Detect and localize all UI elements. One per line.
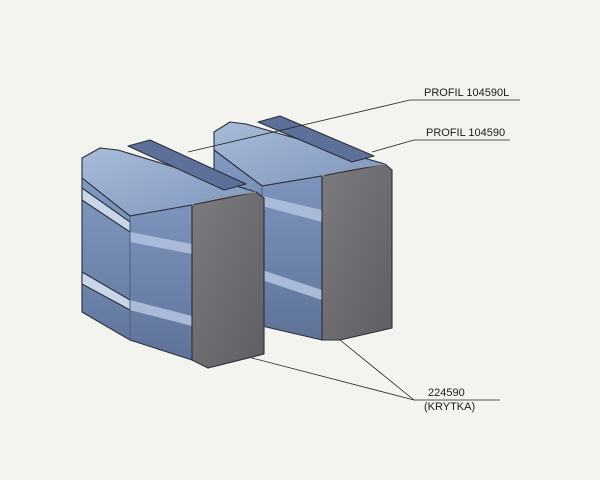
leader-profile-left: [187, 99, 520, 153]
profile-left-groove-2: [130, 300, 192, 326]
profile-right-groove-2: [262, 270, 322, 300]
label-profile-left: PROFIL 104590L: [424, 87, 509, 99]
leader-profile-right: [371, 139, 510, 153]
leader-lines: [187, 99, 520, 401]
cap-right: [321, 163, 393, 341]
cap-left: [191, 191, 265, 369]
profile-left-groove-1: [130, 232, 192, 254]
profile-right-top-slot: [257, 115, 375, 163]
label-cap-name: (KRYTKA): [424, 401, 475, 413]
leader-cap-2: [339, 339, 415, 401]
profile-left: [81, 139, 265, 369]
label-cap-code: 224590: [428, 387, 465, 399]
profile-right-groove-1: [262, 196, 322, 222]
profile-left-top-slot: [127, 139, 247, 191]
label-profile-right: PROFIL 104590: [426, 127, 505, 139]
